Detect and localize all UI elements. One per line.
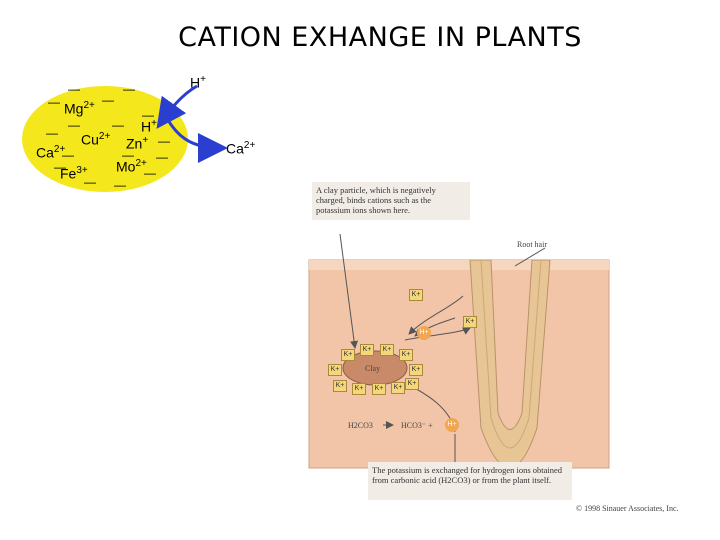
- ion-ca-released: Ca2+: [226, 140, 256, 157]
- charge-dash: —: [144, 166, 156, 180]
- k-ion: K+: [352, 383, 366, 395]
- k-ion: K+: [328, 364, 342, 376]
- k-ion: K+: [399, 349, 413, 361]
- copyright: © 1998 Sinauer Associates, Inc.: [576, 504, 679, 513]
- ion-ca-left: Ca2+: [36, 144, 66, 161]
- charge-dash: —: [156, 150, 168, 164]
- ion-h-inner: H+: [141, 118, 157, 135]
- h-ion: H+: [445, 418, 459, 432]
- charge-dash: —: [54, 160, 66, 174]
- charge-dash: —: [142, 108, 154, 122]
- charge-dash: —: [123, 82, 135, 96]
- charge-dash: —: [68, 82, 80, 96]
- equation-carbonic-acid: H2CO3: [348, 421, 373, 430]
- k-ion: K+: [409, 289, 423, 301]
- clay-label: Clay: [365, 364, 381, 373]
- root-hair-label: Root hair: [517, 240, 547, 249]
- k-ion: K+: [409, 364, 423, 376]
- h-in-arrow: [156, 84, 198, 129]
- ion-fe: Fe3+: [60, 165, 88, 182]
- root-hair-shape: [469, 259, 551, 469]
- k-ion: K+: [463, 316, 477, 328]
- soil-colloid-blob: [22, 86, 188, 192]
- ion-h-incoming: H+: [190, 74, 206, 91]
- charge-dash: —: [48, 95, 60, 109]
- charge-dash: —: [114, 178, 126, 192]
- k-ion: K+: [341, 349, 355, 361]
- charge-dash: —: [158, 134, 170, 148]
- charge-dash: —: [122, 148, 134, 162]
- ca-out-arrow: [166, 119, 228, 163]
- k-ion: K+: [333, 380, 347, 392]
- callout-clay-particle: A clay particle, which is negatively cha…: [312, 182, 470, 220]
- callout-exchange: The potassium is exchanged for hydrogen …: [368, 462, 572, 500]
- h-ion: H+: [417, 326, 431, 340]
- page-title: CATION EXHANGE IN PLANTS: [178, 22, 582, 53]
- k-ion: K+: [391, 382, 405, 394]
- ion-cu: Cu2+: [81, 131, 111, 148]
- ion-zn: Zn+: [126, 135, 149, 152]
- charge-dash: —: [68, 118, 80, 132]
- charge-dash: —: [62, 148, 74, 162]
- charge-dash: —: [84, 175, 96, 189]
- equation-bicarbonate: HCO3⁻ +: [401, 421, 433, 430]
- k-ion: K+: [405, 378, 419, 390]
- charge-dash: —: [46, 126, 58, 140]
- charge-dash: —: [112, 118, 124, 132]
- k-ion: K+: [372, 383, 386, 395]
- charge-dash: —: [102, 93, 114, 107]
- k-ion: K+: [360, 344, 374, 356]
- ion-mo: Mo2+: [116, 158, 147, 175]
- soil-particle-diagram: [22, 84, 228, 192]
- k-ion: K+: [380, 344, 394, 356]
- ion-mg: Mg2+: [64, 100, 95, 117]
- root-hair-figure: [308, 233, 610, 469]
